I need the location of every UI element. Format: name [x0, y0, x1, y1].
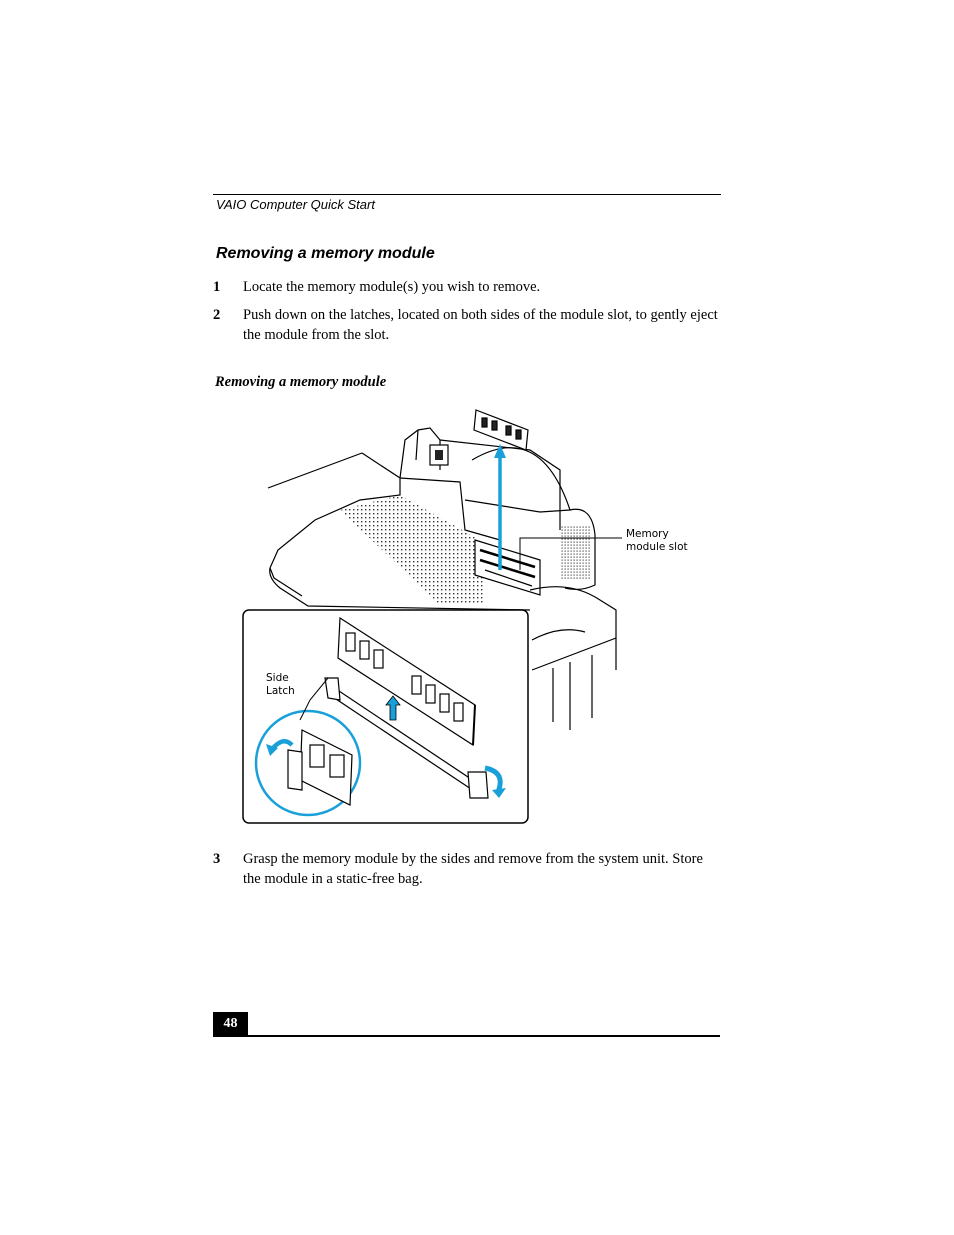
header-rule: [213, 194, 721, 195]
figure-caption: Removing a memory module: [215, 374, 387, 390]
step-number: 3: [213, 851, 221, 867]
step-number: 1: [213, 279, 221, 295]
illustration-svg: [242, 409, 622, 824]
computer-chassis: [267, 427, 617, 730]
inset-detail-box: [242, 609, 529, 824]
step-text: Grasp the memory module by the sides and…: [243, 851, 703, 887]
memory-slot-callout: Memory module slot: [626, 528, 688, 553]
memory-removal-illustration: Memory module slot Side Latch: [240, 400, 700, 830]
running-header: VAIO Computer Quick Start: [216, 197, 375, 212]
step-number: 2: [213, 307, 221, 323]
side-latch-callout: Side Latch: [266, 672, 295, 697]
page-number: 48: [213, 1012, 248, 1036]
step-text: Push down on the latches, located on bot…: [243, 307, 718, 343]
lift-arrow-icon: [494, 444, 506, 570]
step-text: Locate the memory module(s) you wish to …: [243, 279, 541, 295]
footer-rule: [213, 1035, 720, 1037]
section-title: Removing a memory module: [216, 245, 435, 262]
lifted-memory-module: [473, 409, 529, 451]
slot-leader-line: [519, 537, 622, 570]
